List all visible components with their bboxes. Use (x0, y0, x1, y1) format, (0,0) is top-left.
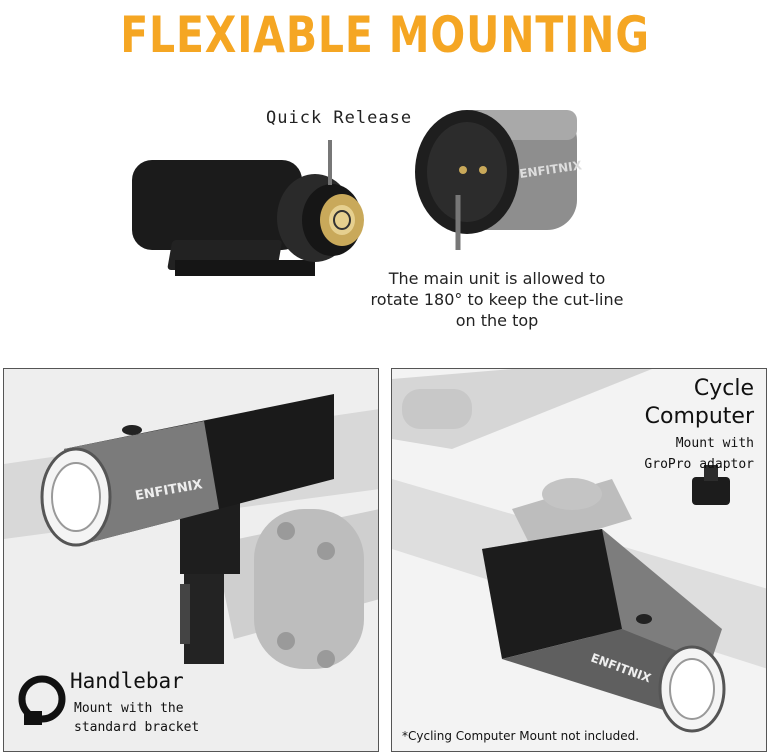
page-title: FLEXIABLE MOUNTING (120, 6, 650, 64)
cycle-computer-title: Cycle Computer (645, 375, 754, 431)
handlebar-subtitle-line-1: Mount with the (74, 701, 184, 716)
handlebar-subtitle: Mount with the standard bracket (74, 699, 199, 737)
cycle-computer-subtitle: Mount with GroPro adaptor (644, 433, 754, 475)
cycle-computer-mount-image: ENFITNIX (392, 369, 766, 751)
handlebar-title: Handlebar (70, 669, 184, 693)
rotate-note: The main unit is allowed to rotate 180° … (352, 268, 642, 331)
rotate-note-line-1: The main unit is allowed to (388, 269, 606, 288)
quick-release-label: Quick Release (266, 108, 413, 128)
handlebar-panel: ENFITNIX Handlebar Mount with the standa… (3, 368, 379, 752)
quick-release-light-image (132, 140, 364, 276)
cycle-computer-title-line-1: Cycle (693, 376, 754, 401)
rotate-note-line-2: rotate 180° to keep the cut-line (370, 290, 624, 309)
handlebar-subtitle-line-2: standard bracket (74, 720, 200, 735)
rotated-unit-image: ENFITNIX (415, 110, 582, 250)
footnote: *Cycling Computer Mount not included. (402, 729, 640, 743)
rotate-note-line-3: on the top (455, 311, 539, 330)
cycle-computer-title-line-2: Computer (644, 404, 754, 429)
handlebar-mount-image: ENFITNIX (4, 369, 378, 751)
cycle-computer-subtitle-line-2: GroPro adaptor (644, 457, 754, 472)
cycle-computer-subtitle-line-1: Mount with (675, 436, 754, 451)
cycle-computer-panel: ENFITNIX Cycle Computer Mount with GroPr… (391, 368, 767, 752)
